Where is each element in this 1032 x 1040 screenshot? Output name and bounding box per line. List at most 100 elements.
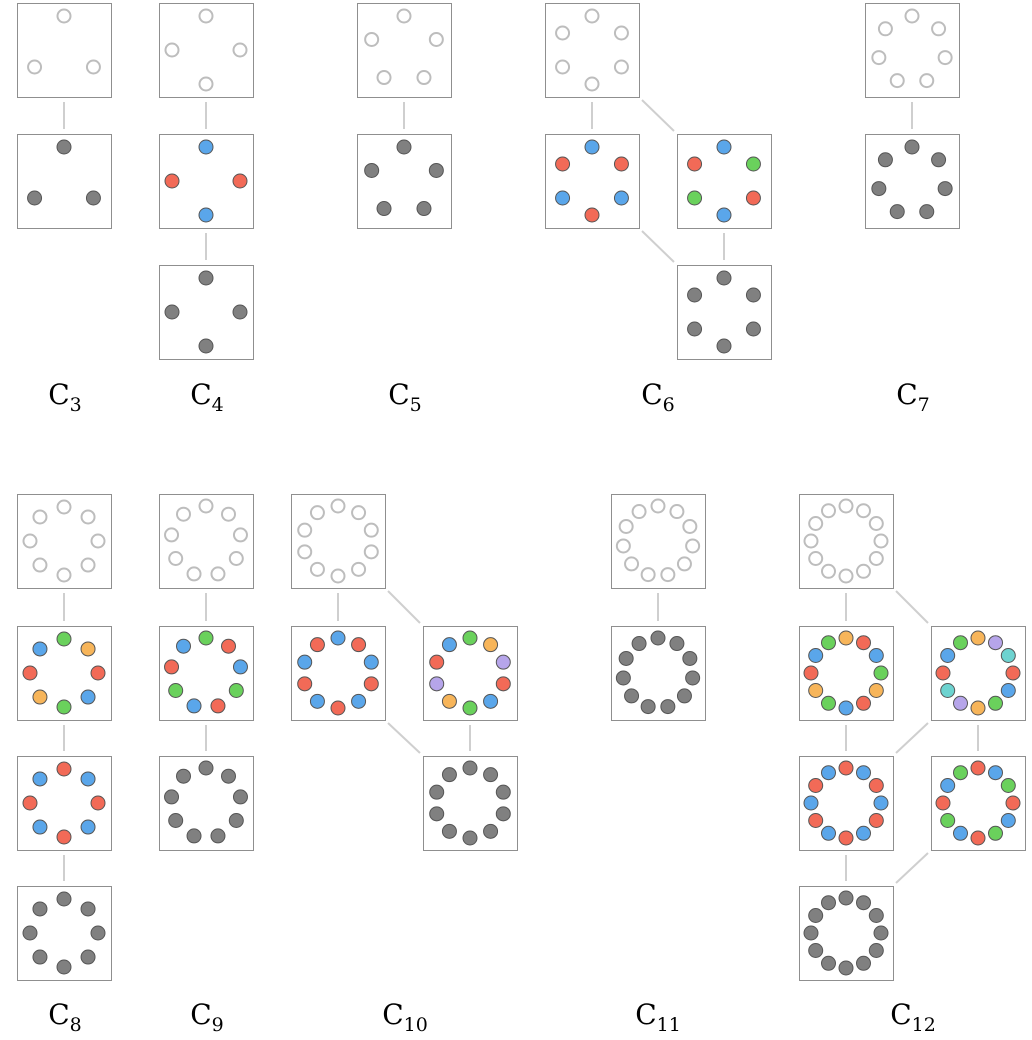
colored-node <box>164 659 180 675</box>
group-subscript: 10 <box>404 1014 428 1036</box>
colored-node <box>80 819 96 835</box>
subgroup-box <box>291 494 386 589</box>
colored-node <box>483 767 499 783</box>
lattice-edge <box>895 590 929 624</box>
group-letter: C <box>190 378 211 411</box>
colored-node <box>27 190 43 206</box>
colored-node <box>803 925 819 941</box>
subgroup-box <box>677 265 772 360</box>
group-letter: C <box>896 378 917 411</box>
colored-node <box>228 813 244 828</box>
colored-node <box>988 695 1003 711</box>
group-subscript: 3 <box>70 394 82 416</box>
hollow-node <box>186 566 202 582</box>
subgroup-box <box>799 756 894 851</box>
subgroup-box <box>17 134 112 229</box>
colored-node <box>555 190 571 206</box>
subgroup-box <box>545 134 640 229</box>
hollow-node <box>856 563 871 579</box>
colored-node <box>232 173 248 189</box>
lattice-edge <box>895 852 929 884</box>
group-label: C11 <box>635 998 681 1036</box>
hollow-node <box>669 504 685 520</box>
colored-node <box>309 693 325 709</box>
colored-node <box>90 795 106 811</box>
group-subscript: 9 <box>212 1014 224 1036</box>
hollow-node <box>309 505 325 521</box>
colored-node <box>640 699 656 715</box>
colored-node <box>808 943 824 958</box>
group-label: C12 <box>890 998 936 1036</box>
colored-node <box>416 201 432 217</box>
hollow-node <box>821 563 836 579</box>
subgroup-box <box>17 494 112 589</box>
colored-node <box>745 321 761 337</box>
hollow-node <box>615 538 631 554</box>
hollow-node <box>176 506 191 522</box>
group-label: C8 <box>48 998 82 1036</box>
colored-node <box>873 795 889 811</box>
colored-node <box>937 181 953 197</box>
hollow-node <box>297 544 313 560</box>
hollow-node <box>685 538 701 554</box>
hollow-node <box>27 59 43 75</box>
colored-node <box>80 641 96 657</box>
colored-node <box>1005 795 1021 811</box>
colored-node <box>80 901 96 917</box>
group-label: C5 <box>388 378 422 416</box>
colored-node <box>441 637 457 653</box>
group-subscript: 11 <box>657 1014 681 1036</box>
colored-node <box>821 765 836 781</box>
colored-node <box>873 925 889 941</box>
group-subscript: 4 <box>212 394 224 416</box>
hollow-node <box>363 522 379 538</box>
hollow-node <box>80 509 96 525</box>
colored-node <box>676 688 692 704</box>
colored-node <box>745 156 761 172</box>
subgroup-box <box>17 886 112 981</box>
colored-node <box>687 190 703 206</box>
colored-node <box>856 895 871 911</box>
hollow-node <box>364 31 380 47</box>
subgroup-box <box>159 265 254 360</box>
colored-node <box>441 693 457 709</box>
hollow-node <box>56 567 72 583</box>
hollow-node <box>32 509 48 525</box>
colored-node <box>198 207 214 223</box>
colored-node <box>56 761 72 777</box>
colored-node <box>716 207 732 223</box>
subgroup-box <box>357 134 452 229</box>
hollow-node <box>85 59 101 75</box>
subgroup-box <box>423 756 518 851</box>
colored-node <box>164 304 180 320</box>
group-letter: C <box>48 998 69 1031</box>
hollow-node <box>919 73 935 89</box>
colored-node <box>868 813 884 828</box>
hollow-node <box>232 527 248 543</box>
group-subscript: 6 <box>663 394 675 416</box>
hollow-node <box>613 59 629 75</box>
colored-node <box>495 654 511 670</box>
box-layer <box>17 3 1026 981</box>
colored-node <box>56 829 72 845</box>
colored-node <box>462 700 478 716</box>
colored-node <box>198 630 214 646</box>
colored-node <box>877 152 893 168</box>
subgroup-box <box>545 3 640 98</box>
colored-node <box>462 630 478 646</box>
colored-node <box>56 139 72 155</box>
colored-node <box>351 637 367 653</box>
colored-node <box>821 635 836 651</box>
subgroup-box <box>291 626 386 721</box>
colored-node <box>745 190 761 206</box>
hollow-node <box>210 566 226 582</box>
colored-node <box>970 830 986 846</box>
subgroup-box <box>799 886 894 981</box>
group-label: C10 <box>382 998 428 1036</box>
colored-node <box>176 768 191 784</box>
hollow-node <box>808 551 824 566</box>
colored-node <box>90 665 106 681</box>
colored-node <box>838 700 854 716</box>
colored-node <box>1005 665 1021 681</box>
colored-node <box>935 665 951 681</box>
